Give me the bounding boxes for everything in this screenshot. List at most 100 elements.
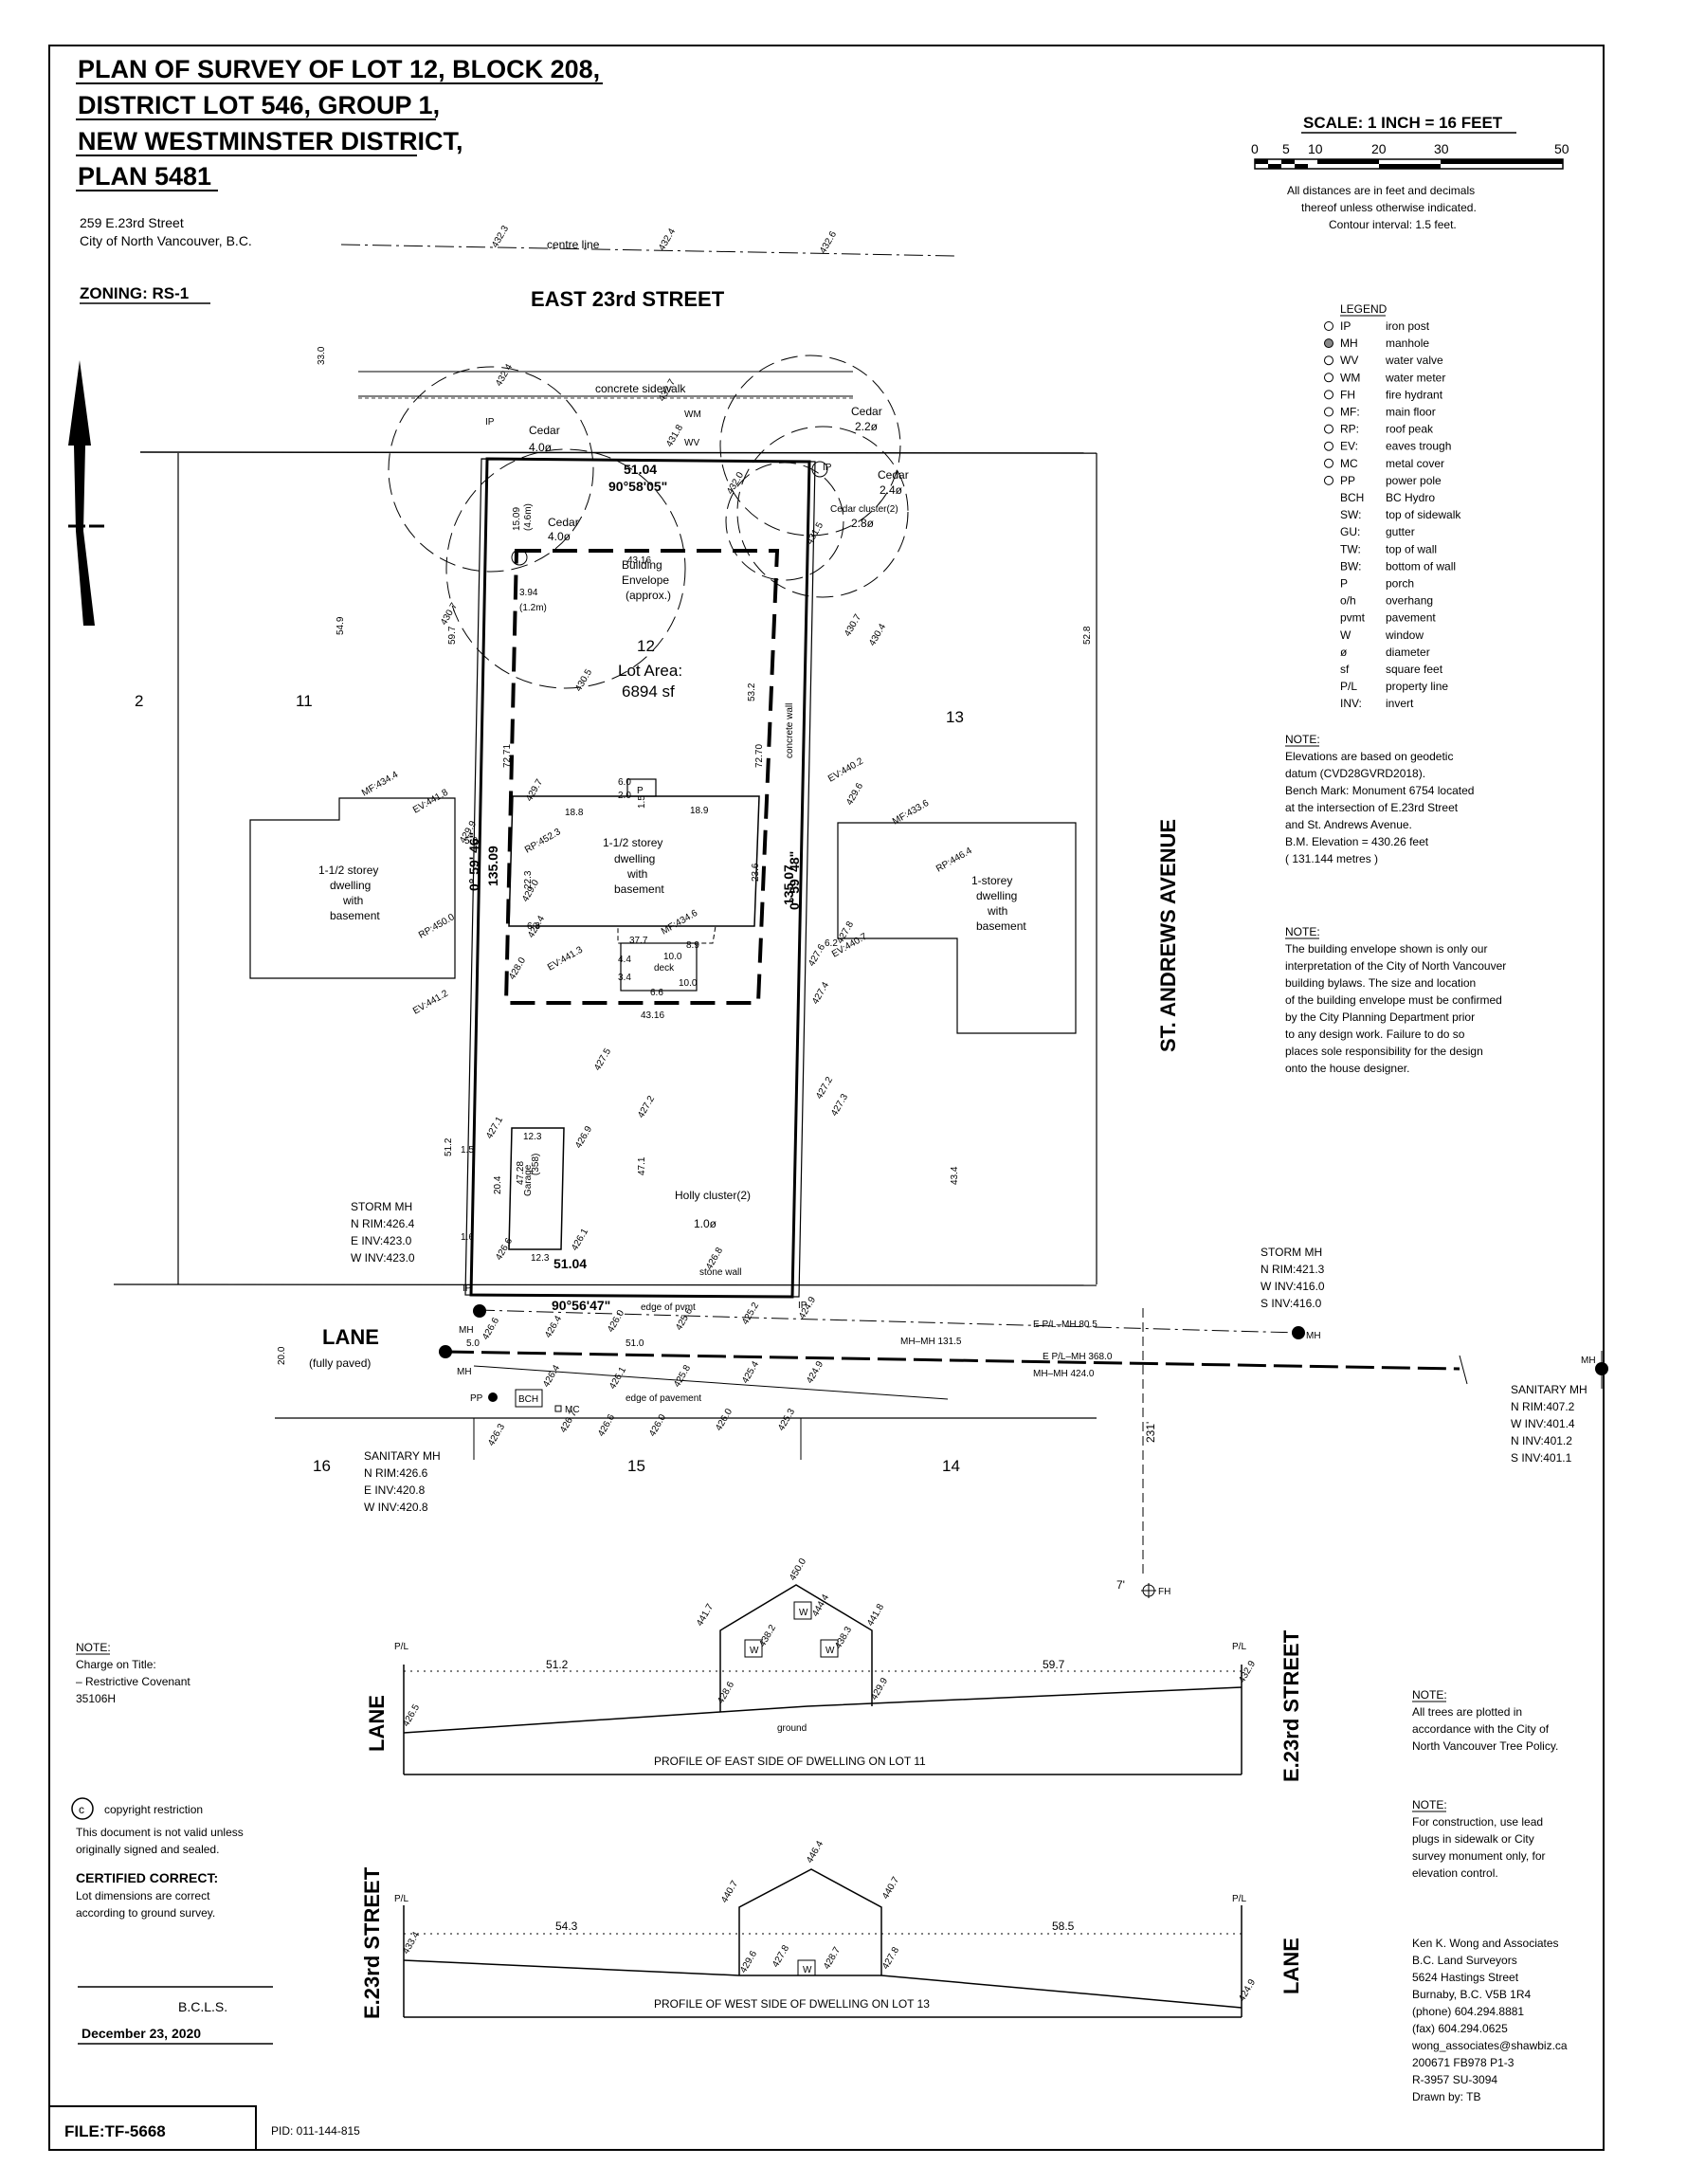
surveyor-line: Burnaby, B.C. V5B 1R4 [1412, 1988, 1532, 2001]
tree-canopy-cedar-4 [736, 426, 909, 598]
metal-cover-icon [554, 1405, 562, 1412]
ev-label: EV:441.3 [546, 944, 585, 973]
note-elev-line: ( 131.144 metres ) [1285, 852, 1378, 865]
dimension-label: 18.9 [690, 806, 709, 816]
elevation-label: 429.7 [524, 777, 545, 804]
elevation-label: 426.1 [570, 1227, 590, 1253]
title-block: PLAN OF SURVEY OF LOT 12, BLOCK 208, DIS… [76, 55, 603, 304]
elevation-label: 426.3 [486, 1422, 507, 1448]
elevation-label: 424.9 [805, 1359, 825, 1386]
mh-label: MH [457, 1367, 472, 1377]
legend-code: ø [1340, 646, 1348, 659]
rp-label: RP:446.4 [934, 846, 974, 875]
file-block: FILE:TF-5668 PID: 011-144-815 [48, 2105, 360, 2151]
elevation-label: 428.0 [507, 956, 528, 982]
copyright-line-2: originally signed and sealed. [76, 1843, 219, 1856]
legend-desc: overhang [1386, 594, 1433, 608]
surveyor-line: (fax) 604.294.0625 [1412, 2022, 1508, 2035]
street-north-label: EAST 23rd STREET [531, 287, 725, 311]
dimension-label: 6.3 [527, 921, 540, 932]
surveyor-line: Drawn by: TB [1412, 2090, 1480, 2103]
dwelling-lot-12 [508, 795, 760, 927]
storm-right-line: STORM MH [1261, 1246, 1322, 1259]
note-charge-title: NOTE: [76, 1641, 111, 1654]
storm-manhole-icon [1292, 1326, 1305, 1339]
dimension-label: 4.4 [618, 955, 631, 965]
mc-label: MC [565, 1405, 580, 1415]
profile-elevation: 424.9 [1237, 1977, 1258, 2004]
elevation-label: 427.2 [636, 1094, 657, 1120]
dim-231: 231' [1144, 1422, 1157, 1443]
profile-elevation: 441.8 [865, 1602, 886, 1629]
legend-desc: fire hydrant [1386, 388, 1443, 401]
san-left-line: E INV:420.8 [364, 1483, 426, 1497]
dim-env-south: 43.16 [641, 1010, 664, 1021]
scale-tick-30: 30 [1434, 141, 1449, 156]
mf-label: MF:434.4 [360, 770, 400, 799]
storm-left-line: E INV:423.0 [351, 1234, 412, 1247]
dwelling-label: 1-1/2 storey [603, 836, 662, 849]
note-elev-line: datum (CVD28GVRD2018). [1285, 767, 1425, 780]
sanitary-manhole-icon [1595, 1362, 1608, 1375]
rp-label: RP:452.3 [523, 827, 563, 856]
window-label: W [803, 1965, 812, 1975]
lot-12-number: 12 [637, 637, 655, 655]
dimension-label: 23.6 [751, 863, 761, 882]
wm-label: WM [684, 410, 701, 420]
note-elev-line: Elevations are based on geodetic [1285, 750, 1453, 763]
dimension-label: 72.71 [502, 744, 513, 768]
dim-54-9: 54.9 [336, 616, 346, 635]
profile-elevation: 429.6 [738, 1949, 759, 1975]
lot-area-value: 6894 sf [622, 682, 675, 701]
bearing-south: 90°56'47" [552, 1298, 610, 1313]
concrete-wall-label: concrete wall [785, 703, 795, 758]
note-elev-title: NOTE: [1285, 733, 1320, 746]
dwelling-label: dwelling [976, 889, 1017, 902]
dimension-label: 5.0 [466, 1338, 480, 1349]
legend-code: o/h [1340, 594, 1356, 608]
profile-elevation: 440.7 [719, 1879, 740, 1905]
pl-label: P/L [394, 1642, 408, 1652]
legend-code: INV: [1340, 697, 1362, 710]
signature-bcls: B.C.L.S. [178, 1999, 227, 2014]
envelope-label: Building [622, 558, 662, 572]
profile-east-house [719, 1584, 873, 1712]
legend-code: TW: [1340, 542, 1361, 555]
note-env-line: The building envelope shown is only our [1285, 942, 1487, 956]
zoning-label: ZONING: RS-1 [80, 284, 189, 302]
dimension-label: 12.3 [523, 1132, 542, 1142]
note-constr-line: survey monument only, for [1412, 1849, 1546, 1863]
scale-label: SCALE: 1 INCH = 16 FEET [1303, 114, 1503, 132]
surveyor-line: B.C. Land Surveyors [1412, 1954, 1517, 1967]
lane-line-label: MH–MH 131.5 [900, 1337, 962, 1347]
dwelling-label: dwelling [330, 879, 371, 892]
elevation-label: 427.5 [592, 1046, 613, 1073]
mh-label: MH [1581, 1356, 1596, 1366]
elevation-label: 426.4 [543, 1314, 564, 1340]
legend-desc: main floor [1386, 406, 1436, 419]
surveyor-line: Ken K. Wong and Associates [1412, 1937, 1559, 1950]
elevation-label: 426.0 [647, 1412, 668, 1439]
note-elev-line: and St. Andrews Avenue. [1285, 818, 1412, 831]
elevation-label: 426.6 [481, 1316, 501, 1342]
elevation-label: 430.4 [867, 622, 888, 648]
dim-east: 135.07 [781, 864, 796, 905]
surveyor-line: 5624 Hastings Street [1412, 1971, 1519, 1984]
legend-code: pvmt [1340, 611, 1366, 625]
legend-code: MC [1340, 457, 1358, 470]
elevation-label: 431.8 [664, 423, 685, 449]
san-right-line: S INV:401.1 [1511, 1451, 1572, 1465]
note-constr-line: elevation control. [1412, 1866, 1498, 1880]
title-line-4: PLAN 5481 [78, 162, 211, 191]
note-trees-line: North Vancouver Tree Policy. [1412, 1739, 1558, 1753]
note-elev-line: at the intersection of E.23rd Street [1285, 801, 1459, 814]
note-trees: NOTE:All trees are plotted inaccordance … [1412, 1688, 1558, 1753]
porch [626, 778, 657, 797]
san-right-line: SANITARY MH [1511, 1383, 1587, 1396]
tree-label: Cedar [851, 405, 882, 418]
legend-code: MF: [1340, 406, 1360, 419]
pl-label: P/L [1232, 1642, 1246, 1652]
dwelling-lot-13 [837, 822, 1077, 1034]
legend-desc: porch [1386, 577, 1414, 591]
dwelling-label: basement [614, 883, 664, 896]
